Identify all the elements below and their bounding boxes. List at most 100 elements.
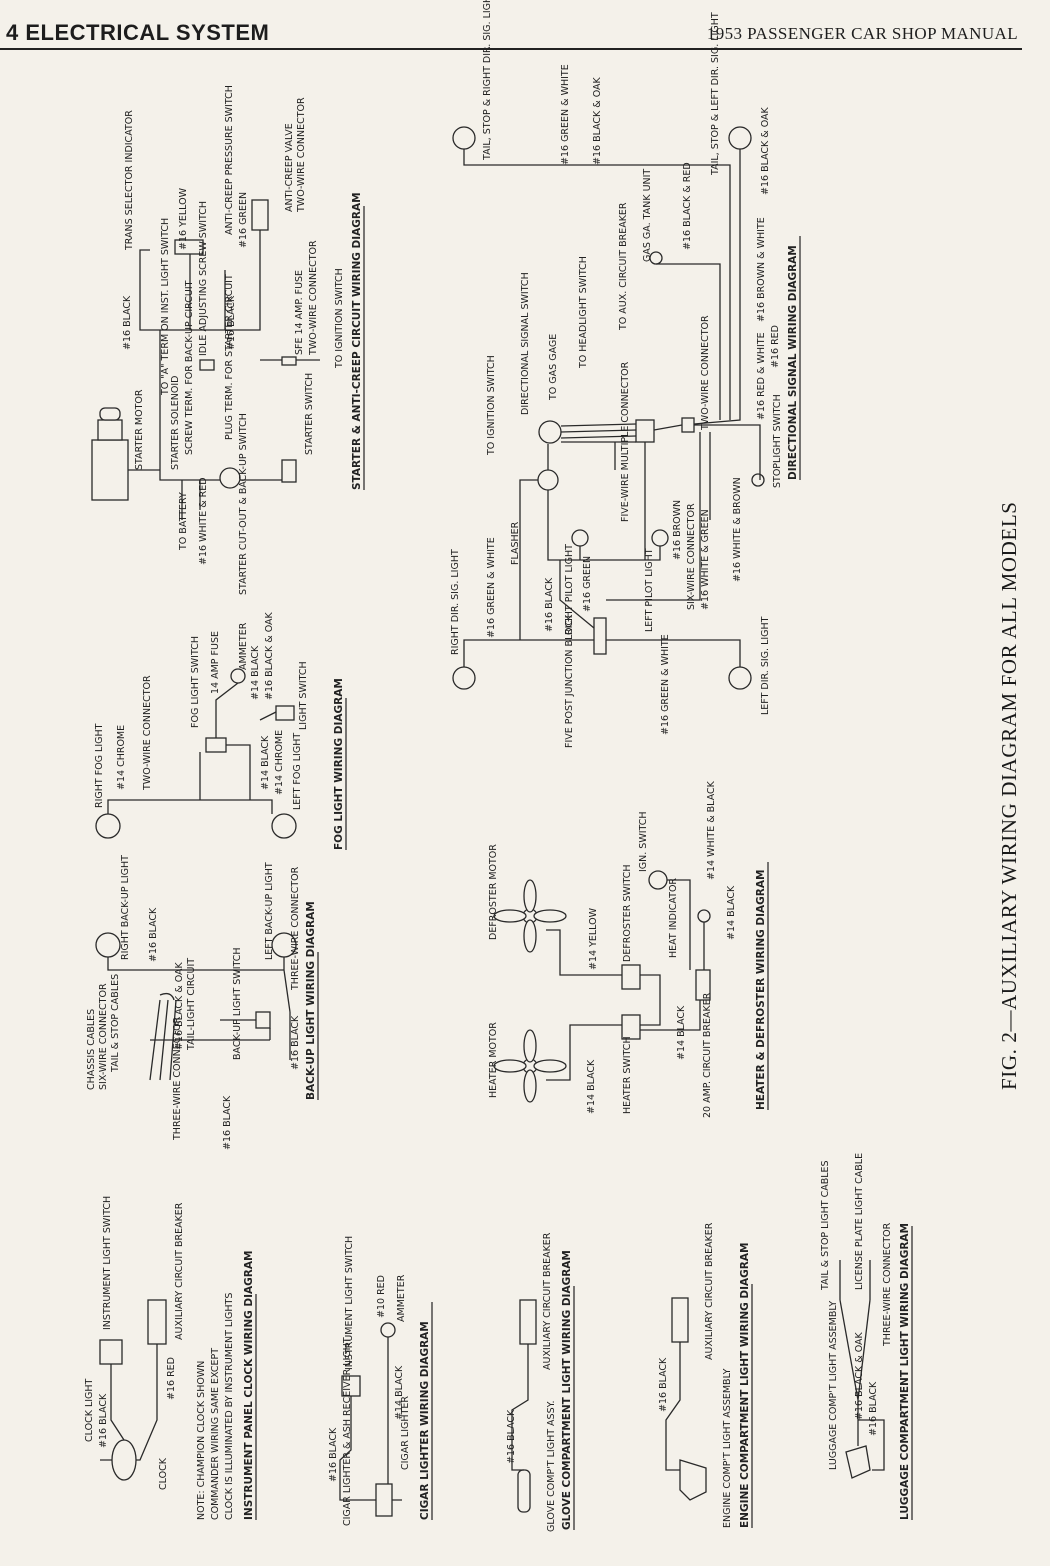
label: AUXILIARY CIRCUIT BREAKER [174, 1202, 185, 1340]
label: #10 RED [376, 1275, 387, 1318]
label: TWO-WIRE CONNECTOR [700, 315, 711, 431]
label: LEFT PILOT LIGHT [644, 548, 655, 632]
label: DEFROSTER SWITCH [622, 864, 633, 962]
instrument-light-switch [99, 1339, 123, 1365]
right-tail-light [452, 126, 476, 150]
label: #14 BLACK [726, 885, 737, 940]
label: #16 BLACK & OAK [760, 106, 771, 195]
label: STOPLIGHT SWITCH [772, 394, 783, 488]
starter-solenoid [219, 467, 241, 489]
luggage-light-assembly [845, 1445, 871, 1479]
label: TAIL, STOP & LEFT DIR. SIG. LIGHT [710, 12, 721, 176]
fog-light-switch [205, 737, 227, 753]
idle-adjusting-screw-switch [199, 359, 215, 371]
label: FLASHER [510, 521, 521, 565]
junction-block [593, 617, 607, 655]
label: #16 BLACK & OAK [174, 961, 185, 1050]
label: CLOCK IS ILLUMINATED BY INSTRUMENT LIGHT… [224, 1293, 235, 1520]
ammeter [380, 1322, 396, 1338]
label: DIRECTIONAL SIGNAL SWITCH [520, 272, 531, 415]
label: TWO-WIRE CONNECTOR [308, 240, 319, 356]
multiple-connector [635, 419, 655, 443]
label: #16 RED [166, 1357, 177, 1400]
two-wire-connector [681, 417, 695, 433]
label: #16 WHITE & BROWN [732, 477, 743, 582]
label: ANTI-CREEP PRESSURE SWITCH [224, 85, 235, 235]
label: 20 AMP. CIRCUIT BREAKER [702, 992, 713, 1118]
label: LEFT DIR. SIG. LIGHT [760, 616, 771, 715]
label: TO GAS GAGE [548, 334, 559, 401]
label: RIGHT DIR. SIG. LIGHT [450, 549, 461, 655]
label: #16 BLACK [658, 1357, 669, 1412]
fuse [281, 356, 297, 366]
label: BACK-UP LIGHT SWITCH [232, 947, 243, 1060]
back-up-light-diagram: BACK-UP LIGHT WIRING DIAGRAM RIGHT BACK-… [86, 855, 319, 1150]
label: 14 AMP FUSE [210, 631, 221, 694]
label: THREE-WIRE CONNECTOR [290, 866, 301, 991]
right-pilot-light [571, 529, 589, 547]
label: INSTRUMENT LIGHT SWITCH [344, 1236, 355, 1370]
label: SIX-WIRE CONNECTOR [686, 503, 697, 610]
label: TO "A" TERM ON INST. LIGHT SWITCH [160, 218, 171, 396]
label: #14 CHROME [274, 730, 285, 795]
left-pilot-light [651, 529, 669, 547]
label: FOG LIGHT SWITCH [190, 636, 201, 728]
label: IGN. SWITCH [638, 811, 649, 872]
label: HEATER MOTOR [488, 1022, 499, 1098]
label: THREE-WIRE CONNECTOR [172, 1016, 183, 1141]
section-title: 4 ELECTRICAL SYSTEM [6, 20, 270, 45]
label: #16 BLACK [868, 1381, 879, 1436]
engine-compartment-diagram: ENGINE COMPARTMENT LIGHT WIRING DIAGRAM … [658, 1222, 753, 1528]
label: #16 GREEN & WHITE [660, 634, 671, 735]
label: #16 BLACK [544, 577, 555, 632]
right-signal-light [452, 666, 476, 690]
label: TO AUX. CIRCUIT BREAKER [618, 202, 629, 331]
luggage-compartment-diagram: LUGGAGE COMPARTMENT LIGHT WIRING DIAGRAM… [820, 1153, 913, 1520]
label: TAIL-LIGHT CIRCUIT [186, 958, 197, 1051]
clock-diagram: INSTRUMENT PANEL CLOCK WIRING DIAGRAM IN… [84, 1196, 257, 1520]
label: STARTER SWITCH [304, 373, 315, 455]
label: #16 WHITE & RED [198, 477, 209, 565]
ignition-switch [648, 870, 668, 890]
right-back-up-light [95, 932, 121, 958]
starter-anti-creep-diagram: STARTER & ANTI-CREEP CIRCUIT WIRING DIAG… [91, 85, 365, 595]
label: TAIL, STOP & RIGHT DIR. SIG. LIGHT [482, 0, 493, 161]
label: #16 BLACK [222, 1095, 233, 1150]
label: NOTE: CHAMPION CLOCK SHOWN [196, 1361, 207, 1520]
anti-creep-pressure-switch [174, 239, 204, 255]
label: PLUG TERM. FOR STARTER CIRCUIT [224, 274, 235, 440]
label: #14 BLACK [676, 1005, 687, 1060]
left-signal-light [728, 666, 752, 690]
circuit-breaker [695, 969, 711, 1001]
fog-title: FOG LIGHT WIRING DIAGRAM [333, 678, 345, 850]
flasher [537, 469, 559, 491]
label: RIGHT FOG LIGHT [94, 723, 105, 808]
label: #14 BLACK [260, 735, 271, 790]
clock [111, 1439, 137, 1481]
clock-title: INSTRUMENT PANEL CLOCK WIRING DIAGRAM [243, 1251, 255, 1520]
heat-indicator [697, 909, 711, 923]
directional-signal-switch [538, 420, 562, 444]
label: #16 RED & WHITE [756, 332, 767, 420]
label: #16 BLACK [148, 907, 159, 962]
label: ENGINE COMP'T LIGHT ASSEMBLY [722, 1368, 733, 1528]
circuit-breaker [671, 1297, 689, 1343]
label: #16 WHITE & GREEN [700, 509, 711, 610]
label: FIVE POST JUNCTION BLOCK [564, 614, 575, 748]
glove-compartment-diagram: GLOVE COMPARTMENT LIGHT WIRING DIAGRAM A… [506, 1232, 575, 1532]
label: #16 BLACK & OAK [854, 1331, 865, 1420]
label: CIGAR LIGHTER & ASH RECEIVER LIGHT [342, 1337, 353, 1526]
figure-caption: FIG. 2—AUXILIARY WIRING DIAGRAM FOR ALL … [997, 501, 1021, 1090]
label: #16 BLACK [226, 295, 237, 350]
label: #16 GREEN [582, 556, 593, 612]
label: AMMETER [396, 1274, 407, 1322]
label: #14 BLACK [394, 1365, 405, 1420]
label: HEATER SWITCH [622, 1036, 633, 1114]
label: STARTER CUT-OUT & BACK-UP SWITCH [238, 413, 249, 595]
anti-creep-valve [251, 199, 269, 231]
stoplight-switch [751, 473, 765, 487]
heater-defroster-diagram: HEATER & DEFROSTER WIRING DIAGRAM DEFROS… [488, 780, 769, 1118]
starter-motor [91, 407, 129, 501]
label: TRANS SELECTOR INDICATOR [124, 110, 135, 251]
label: TO HEADLIGHT SWITCH [578, 256, 589, 369]
